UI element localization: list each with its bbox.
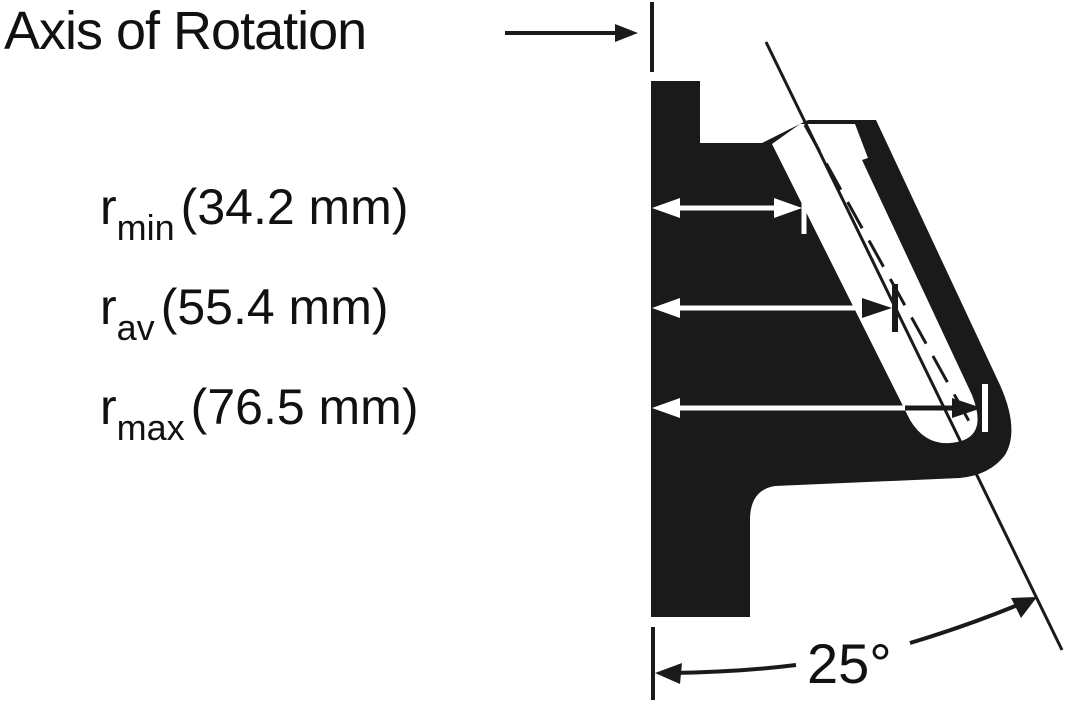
rmax-label: rmax(76.5 mm) — [100, 379, 419, 446]
rav-symbol: r — [100, 279, 117, 335]
rav-subscript: av — [116, 307, 155, 348]
axis-pointer-arrow-icon — [505, 24, 638, 42]
rmax-subscript: max — [116, 407, 185, 448]
tube-centerline — [803, 124, 977, 433]
rmin-value: (34.2 mm) — [180, 179, 409, 235]
tilt-reference-line — [764, 41, 1064, 651]
rmax-dimension-arrow-icon — [652, 384, 988, 432]
rmin-label: rmin(34.2 mm) — [100, 179, 409, 246]
rmax-value: (76.5 mm) — [190, 379, 419, 435]
rotor-body-shape — [651, 81, 1012, 617]
sample-tube-bore — [772, 124, 978, 444]
tilt-angle-label: 25° — [803, 636, 896, 692]
rmin-symbol: r — [100, 179, 117, 235]
angle-arc-arrow-icon — [655, 597, 1037, 684]
rmax-symbol: r — [100, 379, 117, 435]
rav-dimension-arrow-icon — [652, 284, 898, 332]
rav-label: rav(55.4 mm) — [100, 279, 389, 346]
rmin-subscript: min — [116, 207, 175, 248]
axis-of-rotation-label: Axis of Rotation — [4, 1, 367, 61]
rav-value: (55.4 mm) — [160, 279, 389, 335]
rmin-dimension-arrow-icon — [652, 184, 807, 234]
